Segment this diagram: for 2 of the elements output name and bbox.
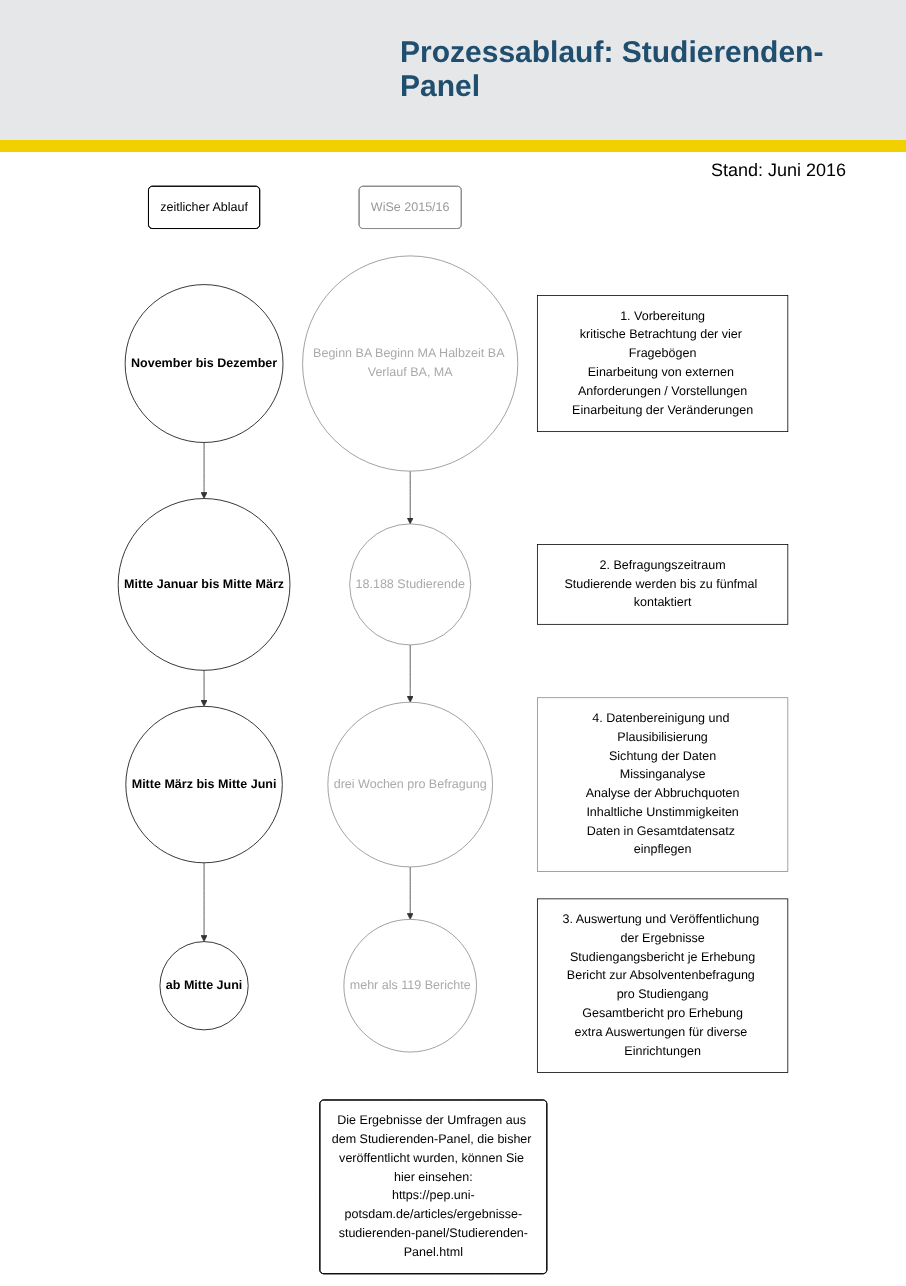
title: Prozessablauf: Studierenden-Panel — [400, 36, 826, 104]
date-note: Stand: Juni 2016 — [708, 158, 848, 180]
